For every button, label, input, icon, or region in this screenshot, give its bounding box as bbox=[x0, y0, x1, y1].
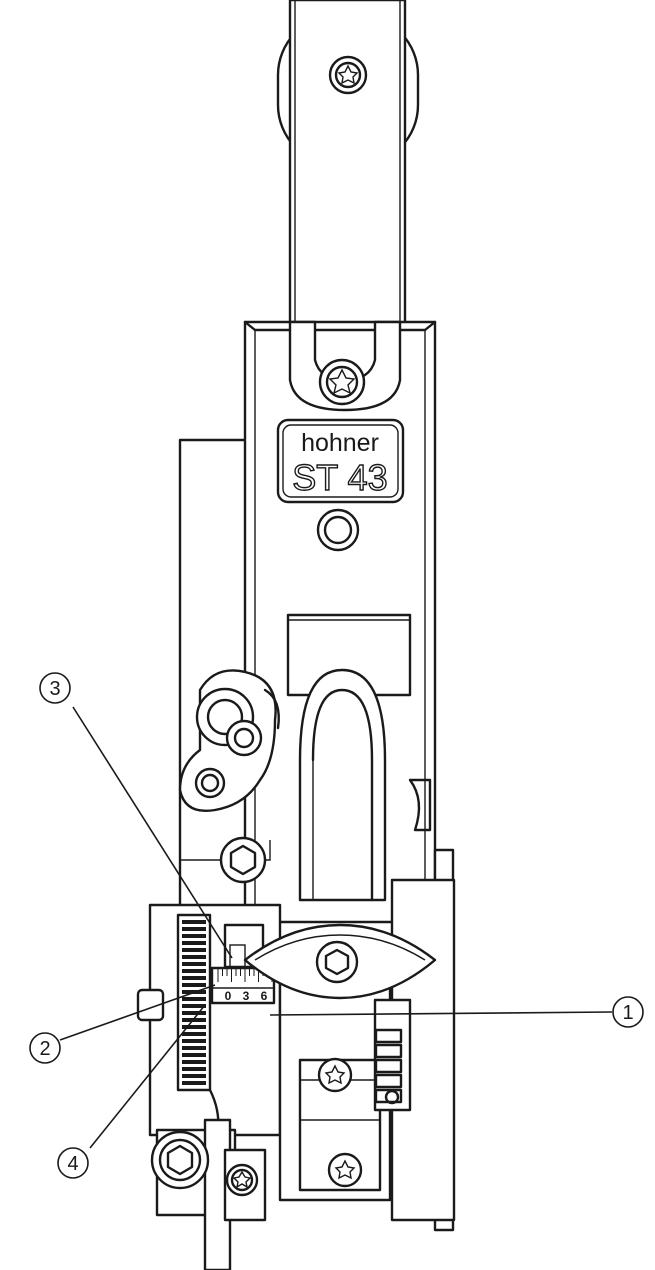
nameplate-model: ST 43 bbox=[292, 457, 387, 498]
gear-tooth bbox=[182, 1011, 206, 1015]
gear-tooth bbox=[182, 927, 206, 931]
leader-lines bbox=[59, 706, 613, 1149]
gear-tooth bbox=[182, 1018, 206, 1022]
wing-knob-icon bbox=[243, 923, 437, 1000]
torx-screw-icon bbox=[318, 358, 366, 406]
scale-strip: 0 3 6 bbox=[210, 966, 276, 1005]
gear-tooth bbox=[182, 1046, 206, 1050]
gear-tooth bbox=[182, 997, 206, 1001]
nameplate: hohner ST 43 bbox=[276, 418, 405, 504]
scale-label-3: 3 bbox=[243, 989, 250, 1003]
callout-3: 3 bbox=[39, 672, 71, 704]
callout-2: 2 bbox=[29, 1032, 61, 1064]
callout-3-number: 3 bbox=[49, 678, 60, 700]
scale-label-0: 0 bbox=[225, 989, 232, 1003]
torx-screw-icon bbox=[225, 1163, 259, 1197]
gear-tooth bbox=[182, 948, 206, 952]
inner-slot bbox=[286, 613, 412, 902]
gear-tooth bbox=[182, 955, 206, 959]
gear-tooth bbox=[182, 1053, 206, 1057]
linkage-lever bbox=[178, 669, 280, 861]
hex-socket-screw-icon bbox=[219, 836, 267, 884]
callout-2-number: 2 bbox=[39, 1038, 50, 1060]
gear-tooth bbox=[182, 1032, 206, 1036]
gear-tooth bbox=[182, 941, 206, 945]
nameplate-brand: hohner bbox=[301, 429, 379, 457]
gear-tooth bbox=[182, 1067, 206, 1071]
gear-tooth bbox=[182, 1004, 206, 1008]
gear-tooth bbox=[182, 1060, 206, 1064]
gear-tooth bbox=[182, 1025, 206, 1029]
gear-tooth bbox=[182, 962, 206, 966]
gear-tooth bbox=[182, 1074, 206, 1078]
torx-screw-icon bbox=[328, 55, 368, 95]
gear-wheel-icon bbox=[176, 913, 212, 1092]
torx-screw-icon bbox=[317, 1057, 353, 1093]
callout-4-number: 4 bbox=[67, 1153, 78, 1175]
gear-tooth bbox=[182, 1039, 206, 1043]
gear-tooth bbox=[182, 934, 206, 938]
gear-tooth bbox=[182, 1081, 206, 1085]
callout-1: 1 bbox=[612, 996, 644, 1028]
callout-1-number: 1 bbox=[622, 1002, 633, 1024]
hole bbox=[316, 508, 360, 552]
gear-tooth bbox=[182, 983, 206, 987]
scale-label-6: 6 bbox=[261, 989, 268, 1003]
gear-tooth bbox=[182, 976, 206, 980]
callout-4: 4 bbox=[57, 1147, 89, 1179]
hex-socket-screw-icon bbox=[150, 1130, 210, 1190]
gear-tooth bbox=[182, 920, 206, 924]
torx-screw-icon bbox=[327, 1152, 363, 1188]
gear-tooth bbox=[182, 969, 206, 973]
upper-lever-arm bbox=[276, 0, 420, 332]
